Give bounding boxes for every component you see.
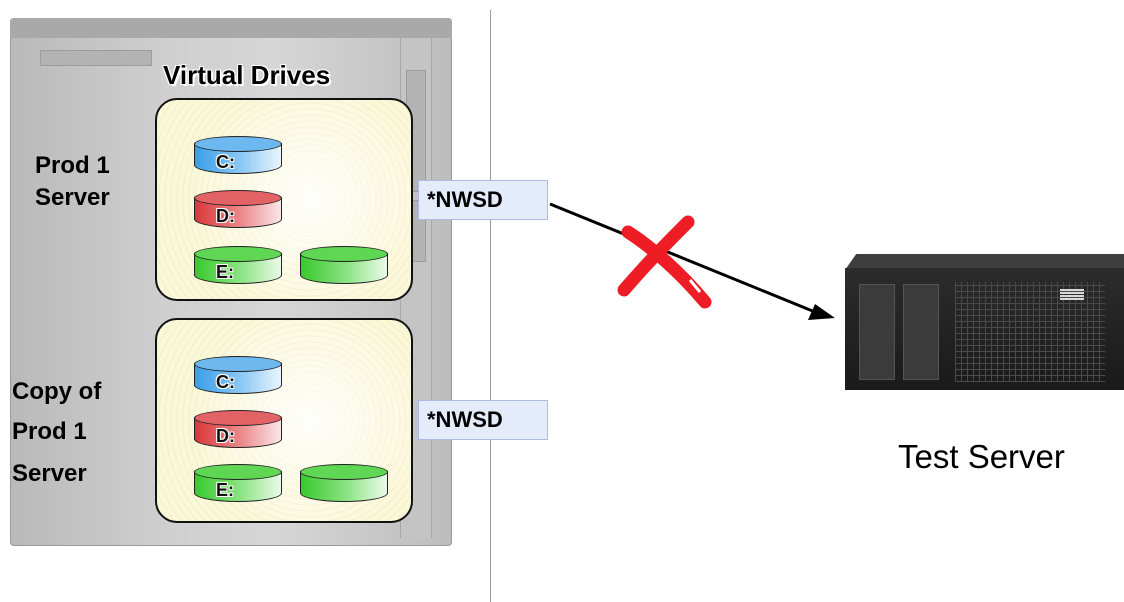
drive-d-label: D: <box>216 426 235 446</box>
drive-d-disk: D: <box>194 190 282 228</box>
test-server-label: Test Server <box>898 438 1065 475</box>
drive-e-disk: E: <box>194 464 282 502</box>
drive-e-label: E: <box>216 480 234 500</box>
divider-line <box>490 10 491 602</box>
drive-d-label: D: <box>216 206 235 226</box>
connection-arrowhead <box>808 304 835 320</box>
drive-e-disk: E: <box>194 246 282 284</box>
drive-c-label: C: <box>216 152 235 172</box>
test-server-image <box>845 254 1124 390</box>
drive-d-disk: D: <box>194 410 282 448</box>
ibm-logo-icon <box>1060 288 1084 300</box>
blocked-x-icon <box>617 215 712 309</box>
prod1-server-label-line2: Server <box>35 184 110 211</box>
drive-c-label: C: <box>216 372 235 392</box>
prod1-server-label-line1: Prod 1 <box>35 152 110 179</box>
tower-server-panel <box>40 50 152 66</box>
test-server-drive-bay <box>859 284 895 380</box>
test-server-drive-bay <box>903 284 939 380</box>
extra-green-disk <box>300 246 388 284</box>
copy-server-label-line3: Server <box>12 460 87 487</box>
drive-c-disk: C: <box>194 356 282 394</box>
copy-server-label-line1: Copy of <box>12 378 102 405</box>
connection-line <box>549 202 816 314</box>
drive-e-label: E: <box>216 262 234 282</box>
virtual-drives-title: Virtual Drives <box>163 60 331 90</box>
tower-server-top <box>10 18 452 38</box>
copy-nwsd-label: *NWSD <box>418 400 548 440</box>
copy-server-label-line2: Prod 1 <box>12 418 87 445</box>
drive-c-disk: C: <box>194 136 282 174</box>
prod1-nwsd-label: *NWSD <box>418 180 548 220</box>
extra-green-disk <box>300 464 388 502</box>
